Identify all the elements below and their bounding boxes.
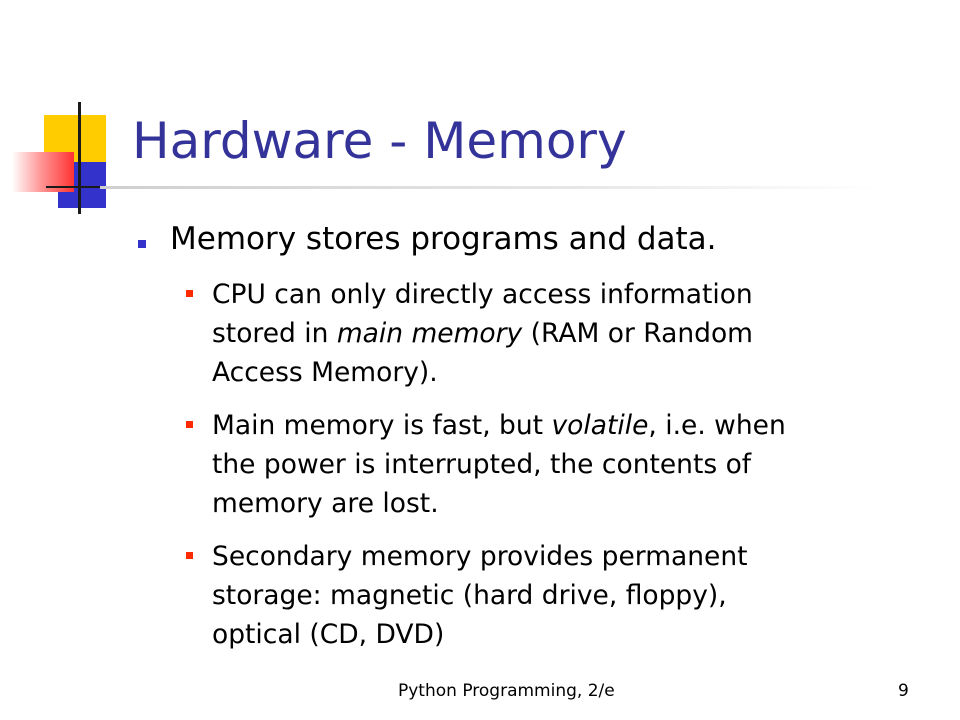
red-gradient-decoration — [12, 152, 74, 192]
text-fragment: Main memory is fast, but — [212, 410, 552, 441]
sub-bullet-3-line-3: optical (CD, DVD) — [212, 619, 445, 650]
main-bullet-text: Memory stores programs and data. — [170, 221, 717, 257]
text-fragment: , i.e. when — [648, 410, 786, 441]
sub-bullet-2-line-2: the power is interrupted, the contents o… — [212, 449, 752, 480]
sub-bullet-3: Secondary memory provides permanent stor… — [212, 537, 942, 654]
title-underline-rule — [100, 186, 880, 189]
sub-bullet-3-line-2: storage: magnetic (hard drive, floppy), — [212, 580, 727, 611]
sub-bullet-2-line-1: Main memory is fast, but volatile, i.e. … — [212, 406, 942, 445]
sub-bullet-2-line-3: memory are lost. — [212, 488, 439, 519]
decorative-logo-block — [0, 90, 140, 230]
square-sub-bullet-icon — [186, 552, 193, 559]
sub-bullet-1: CPU can only directly access information… — [212, 275, 942, 392]
square-sub-bullet-icon — [186, 421, 193, 428]
sub-bullet-3-line-1: Secondary memory provides permanent — [212, 541, 748, 572]
sub-bullet-1-line-3: Access Memory). — [212, 357, 438, 388]
emphasis-main-memory: main memory — [336, 318, 523, 349]
vertical-line-decoration — [78, 102, 81, 214]
text-fragment: stored in — [212, 318, 337, 349]
footer-title: Python Programming, 2/e — [398, 681, 615, 701]
emphasis-volatile: volatile — [551, 410, 649, 441]
slide-title: Hardware - Memory — [132, 112, 627, 170]
sub-bullet-1-line-2: stored in main memory (RAM or Random — [212, 314, 942, 353]
horizontal-line-decoration — [46, 186, 120, 188]
sub-bullet-1-line-1: CPU can only directly access information — [212, 279, 753, 310]
sub-bullet-2: Main memory is fast, but volatile, i.e. … — [212, 406, 942, 523]
page-number: 9 — [898, 681, 909, 701]
square-bullet-icon — [138, 240, 146, 248]
square-sub-bullet-icon — [186, 290, 193, 297]
text-fragment: (RAM or Random — [522, 318, 753, 349]
